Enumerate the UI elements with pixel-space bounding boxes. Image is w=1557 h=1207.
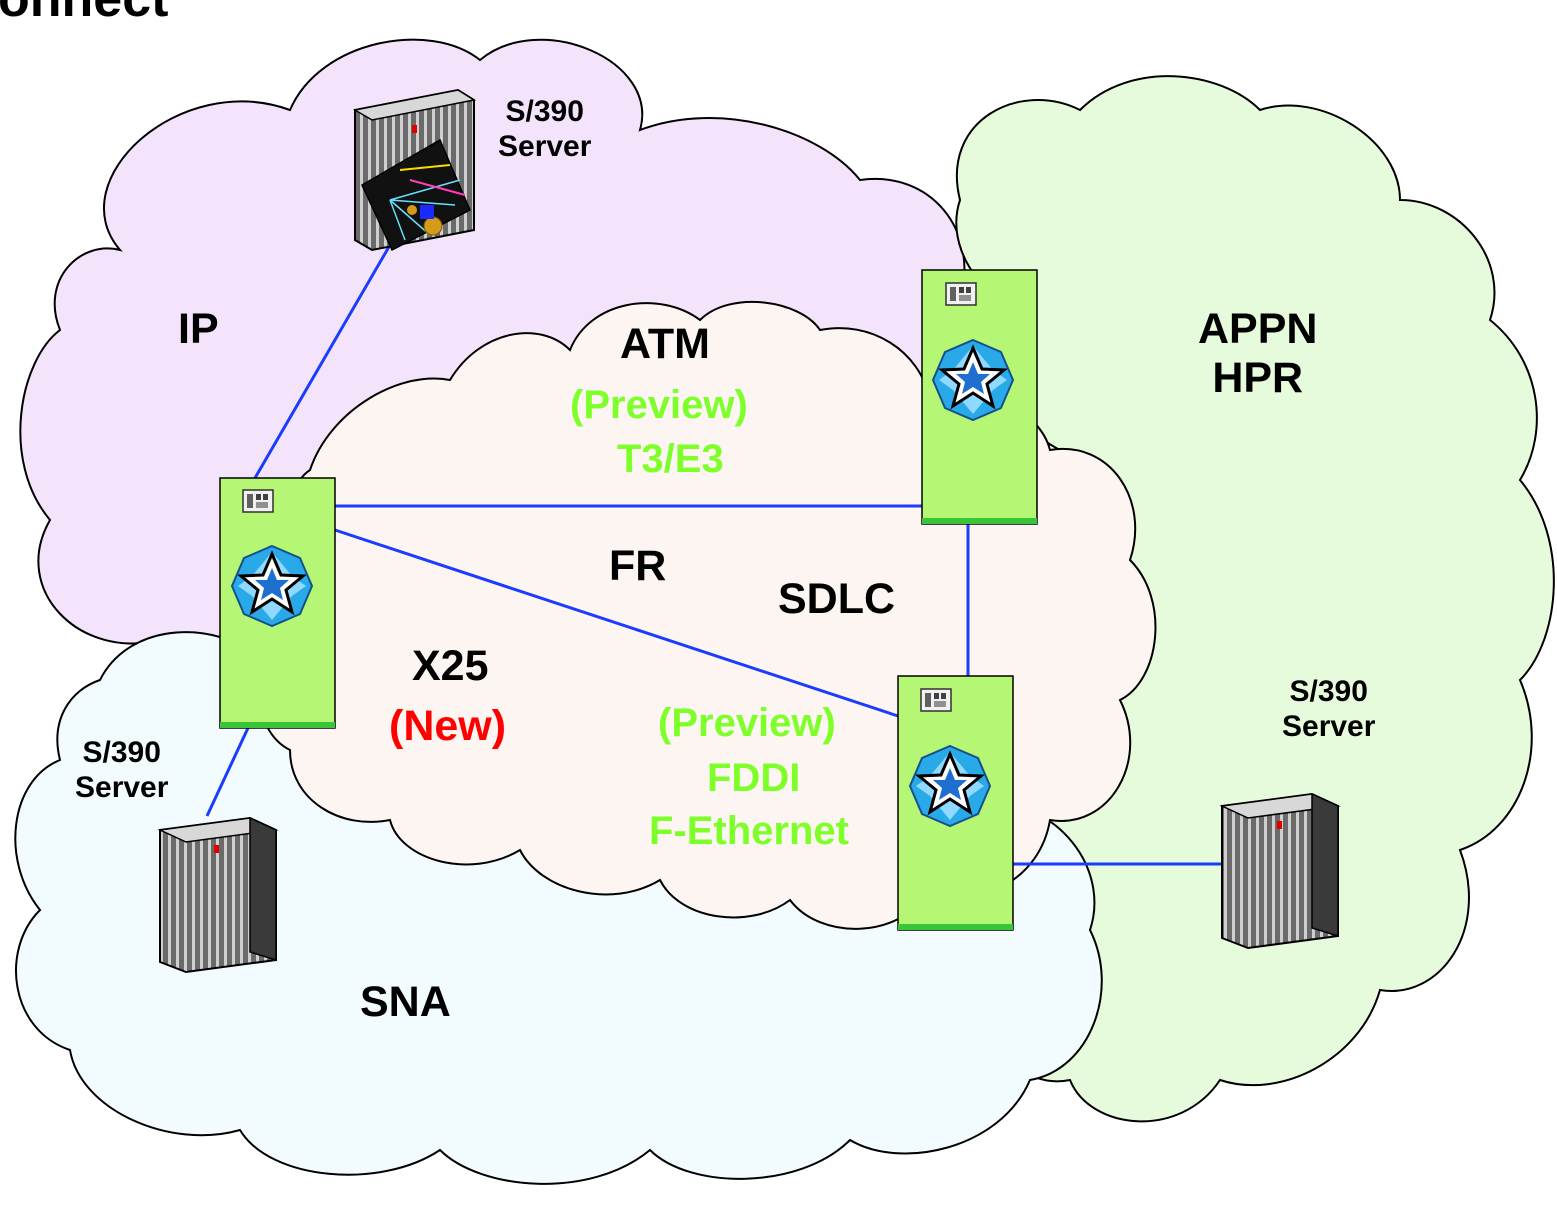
appn-label-line1: APPN [1198, 305, 1318, 353]
router-node-top [921, 269, 1038, 525]
s390-server-appn-label: S/390 Server [1282, 675, 1375, 744]
fddi-label: FDDI [707, 756, 801, 800]
fethernet-label: F-Ethernet [649, 809, 849, 853]
server-label-line2: Server [1282, 709, 1376, 743]
page-title-fragment: onnect [0, 0, 168, 30]
link-router-left-to-router-bottom [334, 528, 899, 718]
atm-label: ATM [620, 320, 710, 368]
server-label-line1: S/390 [82, 736, 161, 769]
t3e3-label: T3/E3 [617, 437, 724, 481]
x25-new-label: (New) [389, 702, 507, 750]
atm-preview-label: (Preview) [570, 383, 748, 427]
server-label-line2: Server [75, 770, 169, 804]
s390-server-ip [352, 88, 477, 252]
network-links [205, 244, 1222, 866]
link-ip-server-to-router-left [253, 244, 392, 479]
hpr-label-line2: HPR [1212, 354, 1304, 403]
sdlc-label: SDLC [778, 575, 896, 623]
s390-server-ip-label: S/390 Server [498, 95, 591, 164]
s390-server-sna [157, 816, 279, 974]
appn-label: APPN HPR [1198, 305, 1317, 404]
server-label-line2: Server [498, 129, 592, 163]
server-label-line1: S/390 [1289, 675, 1368, 708]
server-label-line1: S/390 [505, 95, 584, 128]
ip-label: IP [178, 305, 219, 353]
s390-server-appn [1219, 792, 1341, 950]
fr-label: FR [609, 542, 667, 590]
s390-server-sna-label: S/390 Server [75, 736, 168, 805]
x25-label: X25 [412, 642, 489, 690]
lan-preview-label: (Preview) [658, 701, 836, 745]
router-node-bottom [897, 675, 1014, 931]
router-node-left [219, 477, 336, 729]
link-router-left-to-sna-server [205, 727, 250, 817]
sna-label: SNA [360, 978, 451, 1026]
